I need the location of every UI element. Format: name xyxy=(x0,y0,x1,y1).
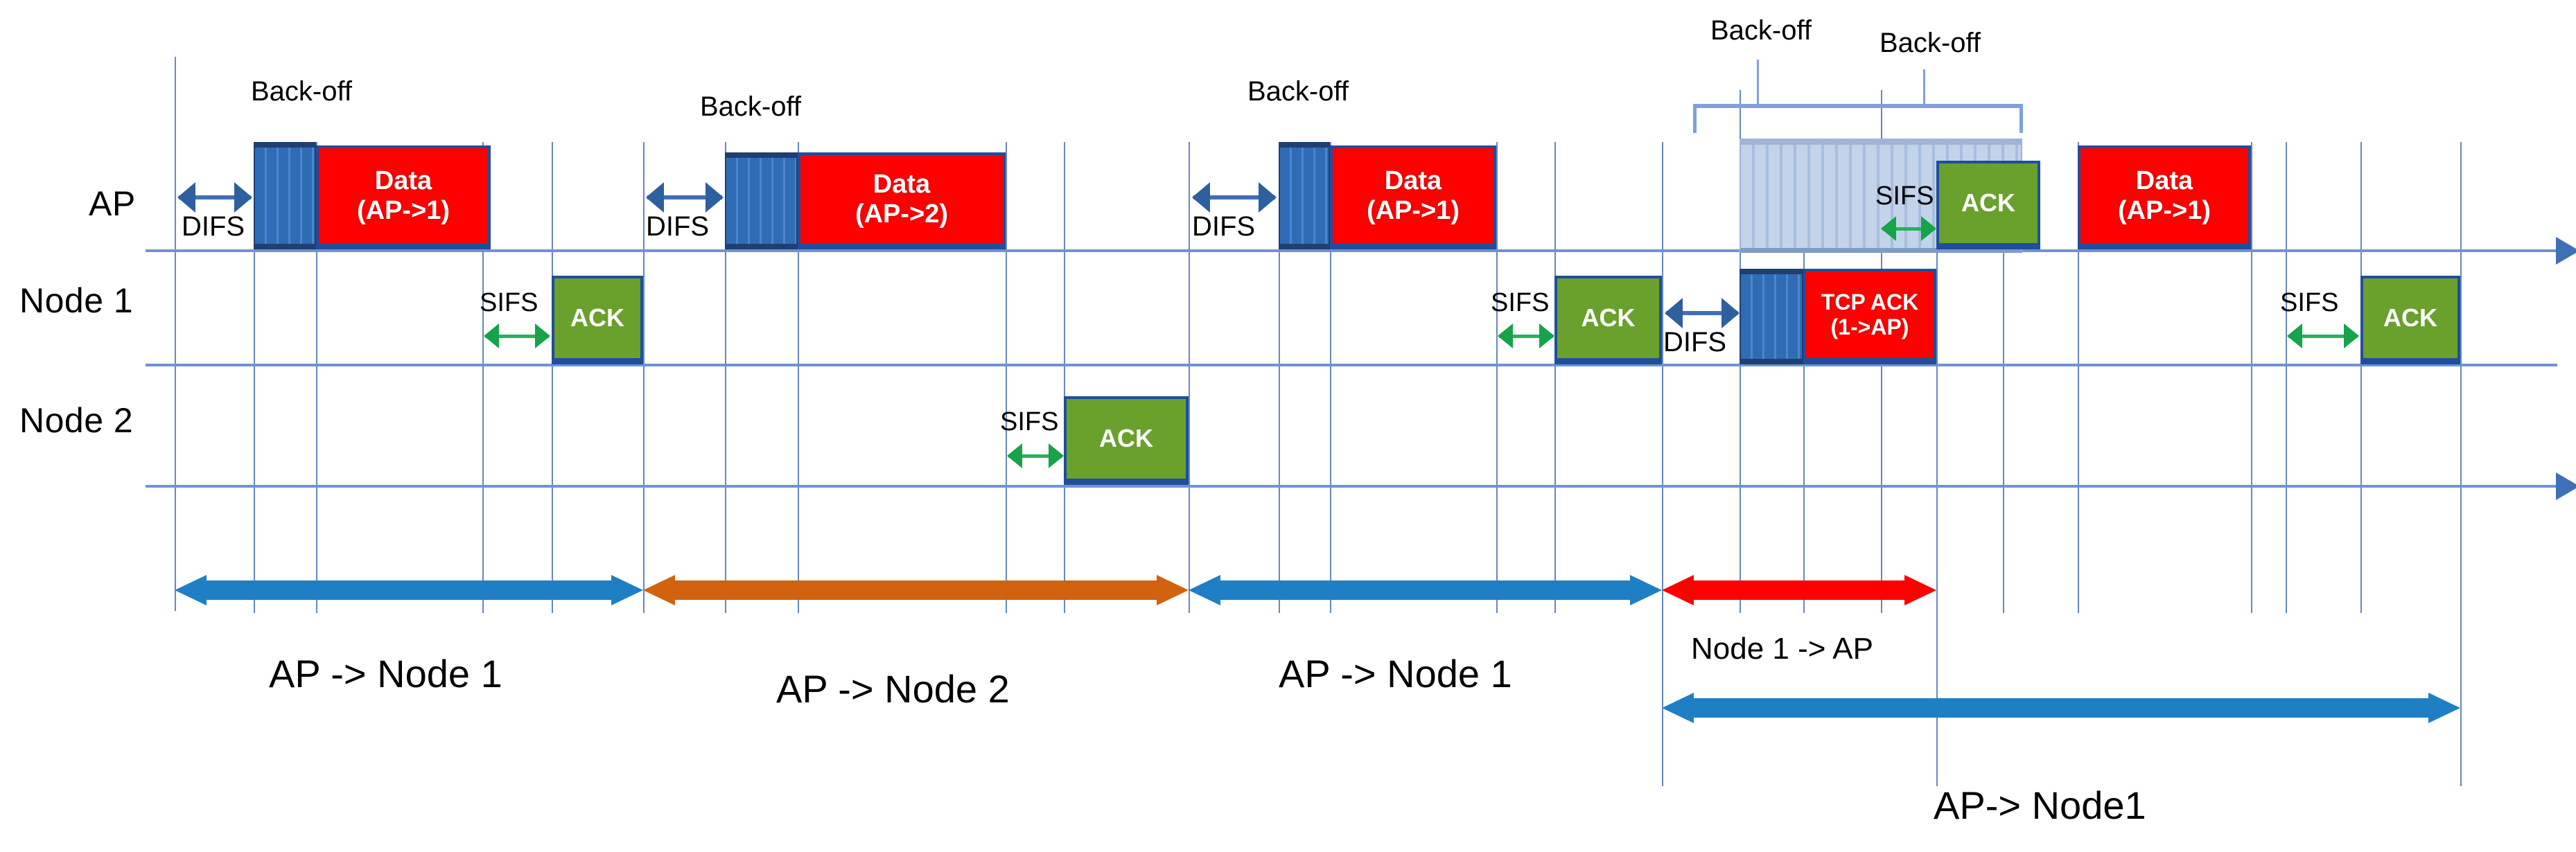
data-block-ap-node1-1: Data (AP->1) xyxy=(316,145,491,249)
data-block-subtitle: (AP->1) xyxy=(1366,195,1460,225)
backoff-bracket xyxy=(1693,104,2023,133)
gridline xyxy=(2251,142,2252,613)
data-block-subtitle: (AP->1) xyxy=(2117,195,2211,225)
data-block-subtitle: (AP->2) xyxy=(855,199,949,229)
gridline xyxy=(725,142,726,613)
gridline xyxy=(2360,142,2362,613)
gridline xyxy=(2078,142,2079,613)
gridline xyxy=(1279,142,1280,613)
data-block-title: Data xyxy=(873,169,931,199)
row-baseline-ap xyxy=(146,249,2557,252)
gridline xyxy=(1554,142,1556,613)
data-block-ap-node1-3: Data (AP->1) xyxy=(2078,145,2251,249)
backoff-block-1 xyxy=(254,142,316,249)
backoff-block-3 xyxy=(1279,142,1330,249)
tcp-ack-subtitle: (1->AP) xyxy=(1830,314,1909,339)
tcp-ack-block-node1: TCP ACK (1->AP) xyxy=(1803,269,1936,364)
ack-block-node1-1: ACK xyxy=(552,276,643,364)
sifs-label-2: SIFS xyxy=(1000,407,1059,436)
gridline xyxy=(1064,142,1065,613)
difs-label-1: DIFS xyxy=(182,211,245,242)
row-label-node1: Node 1 xyxy=(19,281,134,320)
gridline xyxy=(1662,142,1663,786)
span-arrow-ap-node1-1 xyxy=(175,575,643,605)
gridline xyxy=(482,142,484,613)
sifs-label-ap: SIFS xyxy=(1875,181,1934,211)
row-label-ap: AP xyxy=(89,184,136,223)
span-arrow-ap-node1-3 xyxy=(1662,693,2460,723)
gridline xyxy=(1936,142,1938,786)
span-arrow-ap-node2 xyxy=(643,575,1189,605)
gridline xyxy=(798,142,799,613)
span-label-5: AP-> Node1 xyxy=(1934,783,2146,827)
row-baseline-node1 xyxy=(146,364,2557,366)
difs-label-3: DIFS xyxy=(1192,211,1256,242)
span-label-1: AP -> Node 1 xyxy=(269,652,502,695)
backoff-label-3: Back-off xyxy=(1247,76,1349,107)
sifs-label-1: SIFS xyxy=(480,288,538,317)
timeline-arrowhead-node2 xyxy=(2556,472,2576,500)
row-baseline-node2 xyxy=(146,485,2557,488)
ack-block-node1-3: ACK xyxy=(2360,276,2460,364)
gridline xyxy=(643,142,645,613)
gridline xyxy=(2460,142,2462,786)
sifs-label-node1-final: SIFS xyxy=(2280,288,2339,317)
tcp-ack-title: TCP ACK xyxy=(1821,289,1919,314)
gridline xyxy=(175,57,176,611)
gridline xyxy=(2003,142,2004,613)
gridline xyxy=(316,142,317,613)
backoff-label-5: Back-off xyxy=(1880,28,1981,58)
gridline xyxy=(1330,142,1331,613)
data-block-title: Data xyxy=(374,166,432,195)
span-label-2: AP -> Node 2 xyxy=(776,667,1010,711)
data-block-ap-node2: Data (AP->2) xyxy=(798,152,1006,249)
backoff-block-2 xyxy=(725,152,798,249)
gridline xyxy=(1803,142,1805,613)
ack-block-node2: ACK xyxy=(1064,396,1189,485)
ack-block-node1-2: ACK xyxy=(1554,276,1662,364)
row-label-node2: Node 2 xyxy=(19,401,134,440)
timeline-arrowhead-node1 xyxy=(2556,237,2576,265)
gridline xyxy=(2286,142,2287,613)
backoff-label-2: Back-off xyxy=(700,91,801,122)
gridline xyxy=(1006,142,1007,613)
sifs-label-3: SIFS xyxy=(1491,288,1550,317)
gridline xyxy=(1496,142,1498,613)
span-arrow-ap-node1-2 xyxy=(1189,575,1662,605)
data-block-subtitle: (AP->1) xyxy=(356,195,450,225)
backoff-block-node1 xyxy=(1740,269,1803,364)
backoff-label-1: Back-off xyxy=(251,76,352,107)
data-block-ap-node1-2: Data (AP->1) xyxy=(1330,145,1496,249)
span-label-3: AP -> Node 1 xyxy=(1279,652,1512,695)
gridline xyxy=(552,142,553,613)
difs-label-2: DIFS xyxy=(646,211,710,242)
gridline xyxy=(1189,142,1190,613)
ack-block-ap: ACK xyxy=(1936,161,2040,249)
backoff-label-4: Back-off xyxy=(1710,15,1812,46)
gridline xyxy=(254,142,255,613)
data-block-title: Data xyxy=(2135,166,2193,195)
span-label-4: Node 1 -> AP xyxy=(1691,632,1873,666)
span-arrow-node1-ap xyxy=(1662,575,1936,605)
data-block-title: Data xyxy=(1384,166,1442,195)
backoff-leader-4 xyxy=(1757,60,1759,105)
backoff-leader-5 xyxy=(1923,69,1925,105)
difs-label-node1: DIFS xyxy=(1663,327,1727,357)
